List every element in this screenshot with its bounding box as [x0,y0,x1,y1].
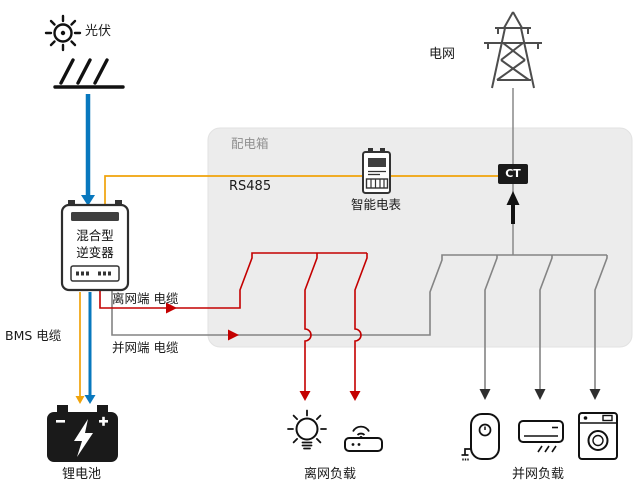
distribution-box [207,127,633,348]
bulb-icon [287,409,327,450]
inverter-label: 混合型 逆变器 [62,227,128,261]
air-conditioner-icon [518,420,564,453]
battery-icon [47,405,118,462]
ongrid-cable-label: 并网端 电缆 [112,340,179,355]
smart-meter-icon [362,148,391,194]
offgrid-load-arrows [166,302,361,401]
battery-label: 锂电池 [62,467,102,482]
offgrid-cable-label: 离网端 电缆 [112,291,179,306]
smart-meter-label: 智能电表 [351,197,402,212]
offgrid-load-label: 离网负载 [304,467,357,482]
grid-label: 电网 [429,47,456,62]
solar-panel-icon [53,58,125,89]
ct-box [498,164,528,184]
ongrid-circuit [111,254,608,390]
inverter-icon [60,200,130,292]
wifi-router-icon [344,425,383,452]
rs485-label: RS485 [229,179,272,194]
ongrid-load-label: 并网负载 [512,467,565,482]
battery-power-line [75,292,85,404]
sun-icon [44,14,82,52]
pv-label: 光伏 [85,24,112,39]
washing-machine-icon [578,412,618,460]
ongrid-direction-arrow [228,329,239,341]
offgrid-circuit [99,252,368,392]
water-heater-icon [461,413,500,461]
bms-cable-label: BMS 电缆 [5,328,62,343]
grid-tower-icon [484,11,542,89]
pv-arrow [81,94,95,206]
ct-label: CT [505,167,521,180]
bms-cable-line [84,292,96,404]
ongrid-load-arrows [479,389,601,400]
distribution-box-label: 配电箱 [231,136,269,151]
grid-export-arrow [506,191,520,224]
inverter-label-line1: 混合型 [76,228,114,243]
inverter-label-line2: 逆变器 [76,245,114,260]
